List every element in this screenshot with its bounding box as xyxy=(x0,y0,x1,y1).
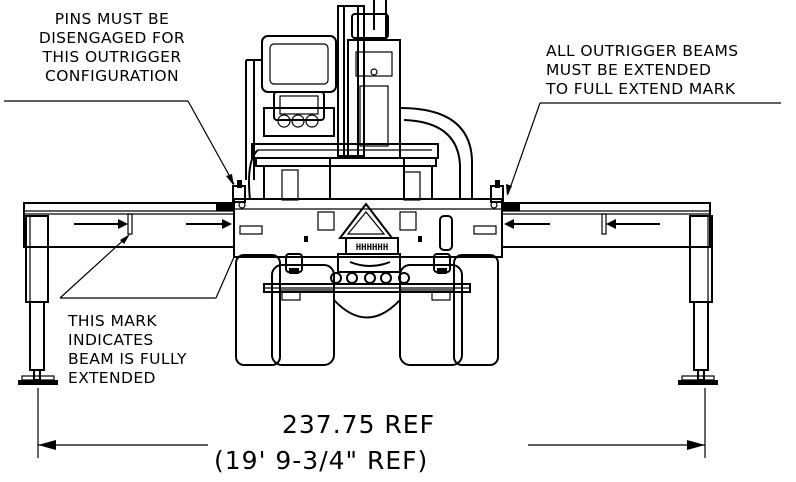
mark-note-line-4: EXTENDED xyxy=(68,369,156,387)
mark-note-line-2: INDICATES xyxy=(68,331,154,349)
outrigger-beam-left xyxy=(23,202,235,248)
svg-text:HHHHHH: HHHHHH xyxy=(356,243,389,253)
pins-note: PINS MUST BE DISENGAGED FOR THIS OUTRIGG… xyxy=(32,10,192,86)
mark-note-line-3: BEAM IS FULLY xyxy=(68,350,187,368)
pins-note-line-3: THIS OUTRIGGER xyxy=(42,48,182,66)
beams-note: ALL OUTRIGGER BEAMS MUST BE EXTENDED TO … xyxy=(546,42,739,99)
pins-note-line-1: PINS MUST BE xyxy=(54,10,170,28)
outrigger-beam-right xyxy=(501,202,711,248)
outrigger-leg-right xyxy=(678,215,718,385)
mark-note: THIS MARK INDICATES BEAM IS FULLY EXTEND… xyxy=(68,312,187,388)
outrigger-leg-left xyxy=(18,215,58,385)
outrigger-pins xyxy=(232,180,504,203)
beams-note-line-2: MUST BE EXTENDED xyxy=(546,61,712,79)
pins-note-line-4: CONFIGURATION xyxy=(44,67,180,85)
chassis: HHHHHH xyxy=(233,198,503,301)
dimension-imperial: (19' 9-3/4" REF) xyxy=(214,446,429,475)
pins-note-line-2: DISENGAGED FOR xyxy=(38,29,186,47)
beams-note-line-1: ALL OUTRIGGER BEAMS xyxy=(546,42,739,60)
mark-note-line-1: THIS MARK xyxy=(68,312,157,330)
leader-lines xyxy=(4,100,781,299)
dimension-line xyxy=(37,388,706,458)
beams-note-line-3: TO FULL EXTEND MARK xyxy=(546,80,736,98)
dimension-value: 237.75 REF xyxy=(282,410,435,439)
cab xyxy=(245,0,473,201)
